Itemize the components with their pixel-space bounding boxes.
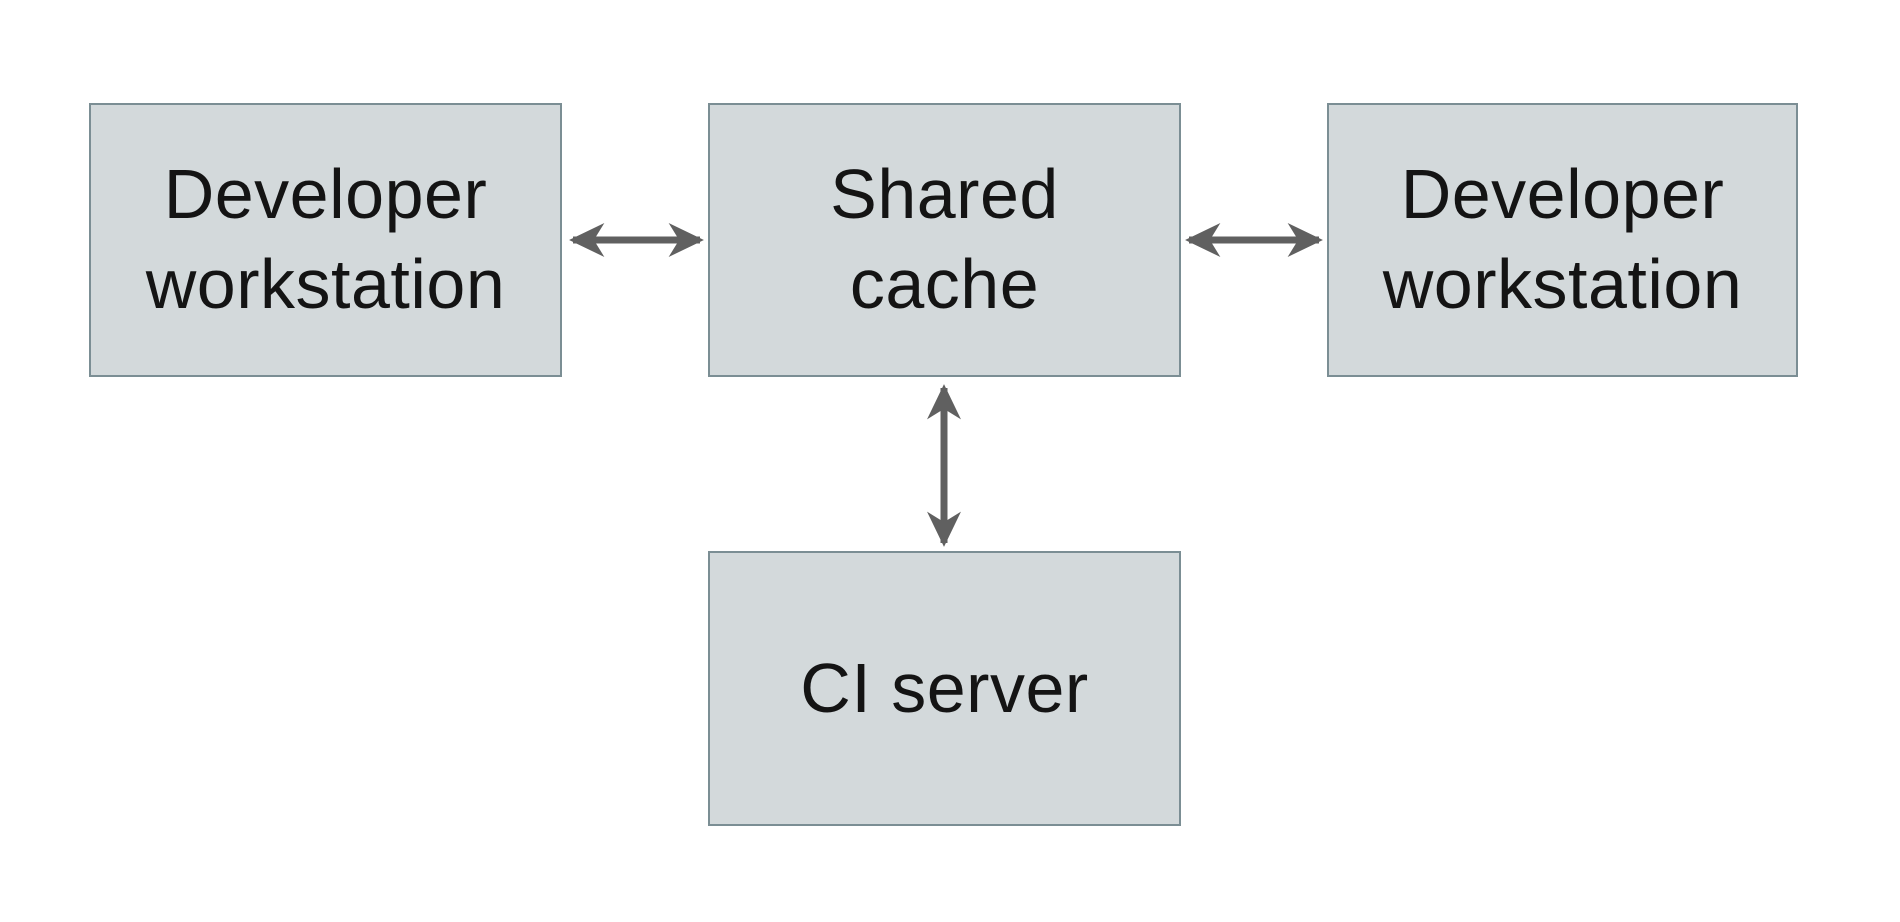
node-label: CI server [800,648,1089,727]
node-developer-workstation-right: Developer workstation [1327,103,1798,377]
node-ci-server: CI server [708,551,1181,826]
node-label: Developer workstation [1382,155,1743,323]
node-label: Shared cache [830,155,1059,323]
node-developer-workstation-left: Developer workstation [89,103,562,377]
node-label: Developer workstation [145,155,506,323]
node-shared-cache: Shared cache [708,103,1181,377]
